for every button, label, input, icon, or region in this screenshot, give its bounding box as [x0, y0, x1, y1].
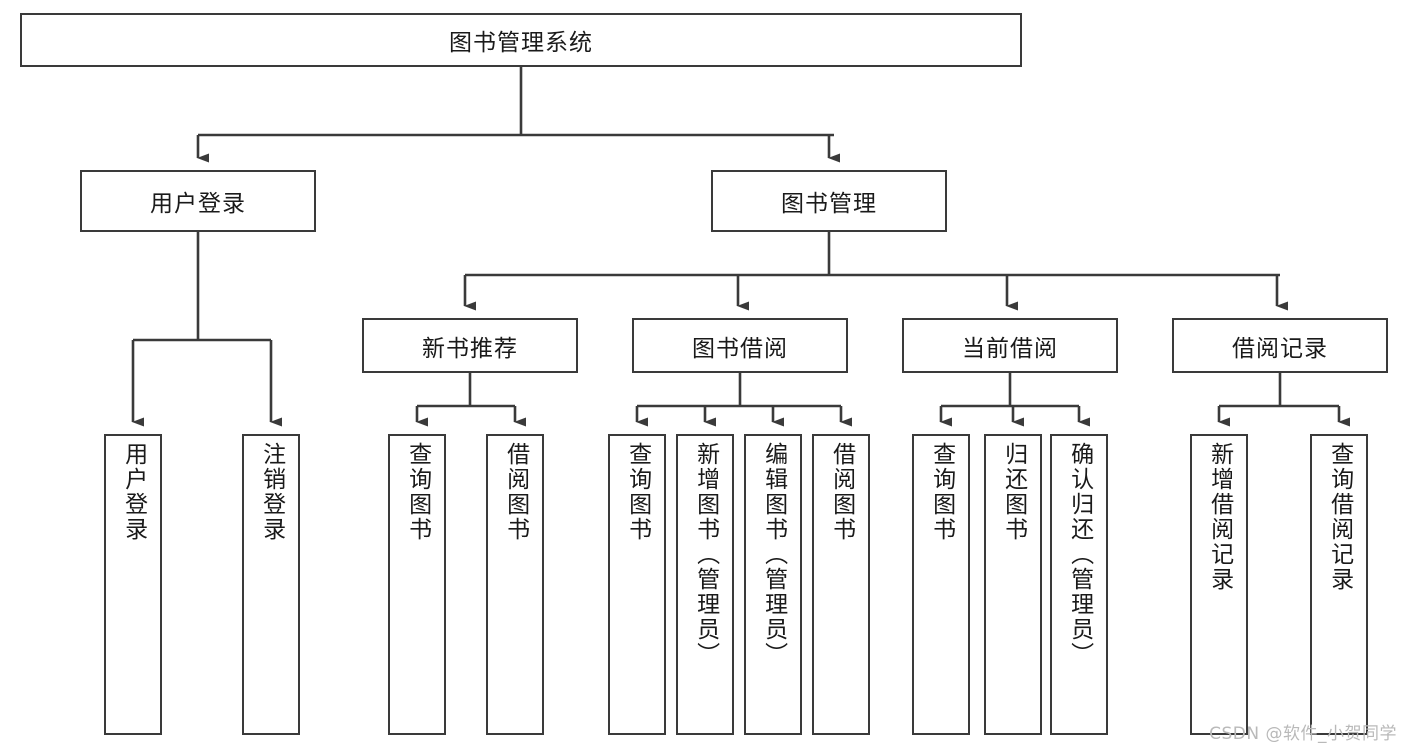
leaf-query-book-current-label: 查询图书 — [928, 442, 955, 542]
leaf-query-book-borrow-label: 查询图书 — [624, 442, 651, 542]
leaf-return-book-label: 归还图书 — [1000, 442, 1027, 542]
leaf-borrow-book-recommend[interactable]: 借阅图书 — [486, 434, 544, 735]
leaf-add-borrow-record-label: 新增借阅记录 — [1206, 442, 1233, 592]
node-borrow-record[interactable]: 借阅记录 — [1172, 318, 1388, 373]
leaf-user-login-label: 用户登录 — [120, 442, 147, 542]
leaf-borrow-book-label: 借阅图书 — [828, 442, 855, 542]
leaf-query-borrow-record[interactable]: 查询借阅记录 — [1310, 434, 1368, 735]
leaf-return-book[interactable]: 归还图书 — [984, 434, 1042, 735]
node-book-management-label: 图书管理 — [781, 191, 877, 217]
node-root[interactable]: 图书管理系统 — [20, 13, 1022, 67]
node-current-borrow[interactable]: 当前借阅 — [902, 318, 1118, 373]
leaf-query-book-recommend-label: 查询图书 — [404, 442, 431, 542]
leaf-edit-book-admin-label: 编辑图书（管理员） — [760, 442, 787, 667]
leaf-query-book-current[interactable]: 查询图书 — [912, 434, 970, 735]
node-user-login-label: 用户登录 — [150, 191, 246, 217]
node-root-label: 图书管理系统 — [449, 30, 593, 56]
leaf-add-book-admin-label: 新增图书（管理员） — [692, 442, 719, 667]
watermark: CSDN @软件_小贺同学 — [1209, 724, 1397, 744]
node-book-management[interactable]: 图书管理 — [711, 170, 947, 232]
leaf-user-login[interactable]: 用户登录 — [104, 434, 162, 735]
node-new-book-recommend-label: 新书推荐 — [422, 335, 518, 362]
leaf-query-book-recommend[interactable]: 查询图书 — [388, 434, 446, 735]
leaf-add-borrow-record[interactable]: 新增借阅记录 — [1190, 434, 1248, 735]
leaf-query-book-borrow[interactable]: 查询图书 — [608, 434, 666, 735]
leaf-query-borrow-record-label: 查询借阅记录 — [1326, 442, 1353, 592]
leaf-borrow-book-recommend-label: 借阅图书 — [502, 442, 529, 542]
node-borrow-record-label: 借阅记录 — [1232, 335, 1328, 362]
leaf-borrow-book[interactable]: 借阅图书 — [812, 434, 870, 735]
leaf-confirm-return-admin[interactable]: 确认归还（管理员） — [1050, 434, 1108, 735]
node-book-borrow-label: 图书借阅 — [692, 335, 788, 362]
node-current-borrow-label: 当前借阅 — [962, 335, 1058, 362]
leaf-user-logout[interactable]: 注销登录 — [242, 434, 300, 735]
leaf-confirm-return-admin-label: 确认归还（管理员） — [1066, 442, 1093, 667]
leaf-add-book-admin[interactable]: 新增图书（管理员） — [676, 434, 734, 735]
leaf-user-logout-label: 注销登录 — [258, 442, 285, 542]
node-book-borrow[interactable]: 图书借阅 — [632, 318, 848, 373]
leaf-edit-book-admin[interactable]: 编辑图书（管理员） — [744, 434, 802, 735]
node-new-book-recommend[interactable]: 新书推荐 — [362, 318, 578, 373]
node-user-login[interactable]: 用户登录 — [80, 170, 316, 232]
